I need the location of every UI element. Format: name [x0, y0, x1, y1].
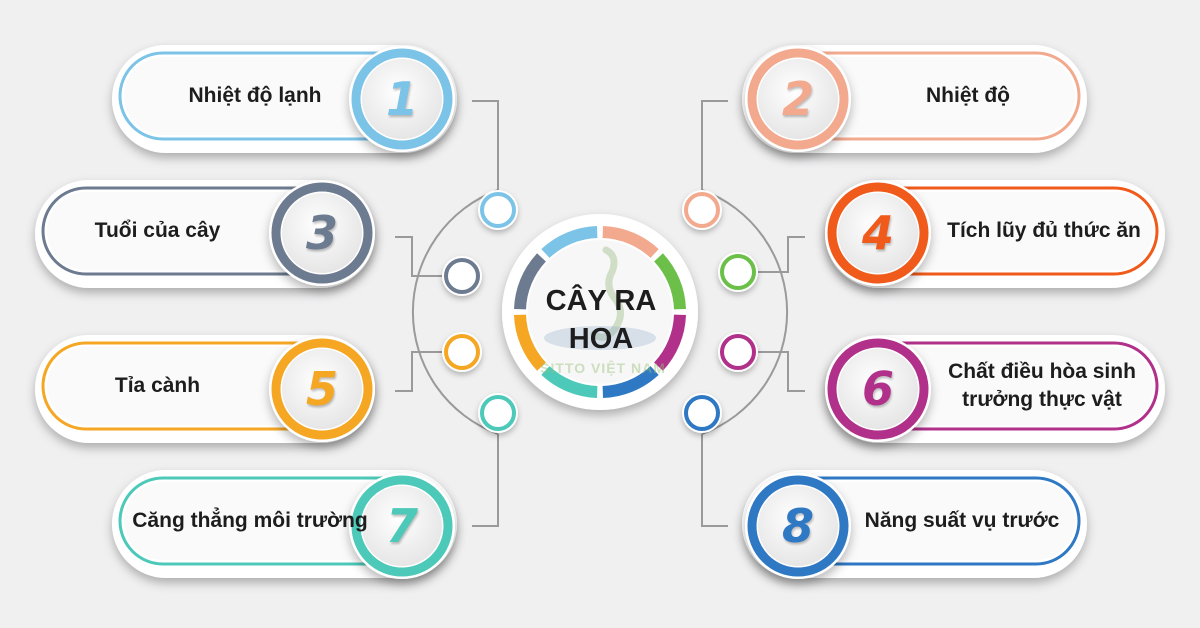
watermark-text: SITTO VIỆT NAM — [540, 360, 666, 376]
factor-label-7: Căng thẳng môi trường — [132, 508, 368, 532]
connector-dot-8 — [682, 393, 722, 433]
factor-label-1: Nhiệt độ lạnh — [188, 83, 322, 107]
hub-ring-segment-3 — [653, 314, 686, 371]
hub-ring-segment-4 — [602, 365, 659, 398]
connector-dot-4 — [718, 252, 758, 292]
number-badge-3 — [269, 180, 375, 286]
center-hub — [502, 214, 698, 410]
factor-number-6: 6 — [861, 362, 894, 416]
number-badge-5 — [269, 336, 375, 442]
hub-ring-segment-6 — [514, 314, 547, 371]
connector-lines — [395, 100, 805, 527]
number-badge-8 — [745, 473, 851, 579]
left-arc — [411, 189, 499, 435]
watermark-logo-icon — [590, 246, 624, 341]
number-badge-4 — [825, 180, 931, 286]
connector-dot-2 — [682, 190, 722, 230]
watermark-shape — [544, 326, 656, 350]
hub-ring-segment-8 — [541, 226, 598, 259]
hub-ring-segment-5 — [541, 365, 598, 398]
factor-number-2: 2 — [781, 72, 814, 126]
factor-number-5: 5 — [305, 362, 338, 416]
factor-label-3: Tuổi của cây — [94, 218, 221, 242]
number-badge-1 — [349, 46, 455, 152]
hub-ring-segment-2 — [653, 253, 686, 310]
connector-dot-7 — [478, 393, 518, 433]
connector-line-8 — [701, 434, 728, 527]
center-title: CÂY RA HOA — [545, 285, 657, 355]
connector-line-6 — [758, 351, 805, 392]
connector-dot-1 — [478, 190, 518, 230]
factor-label-8: Năng suất vụ trước — [864, 508, 1060, 532]
right-arc — [701, 189, 789, 435]
hub-inner — [528, 240, 672, 384]
hub-ring-segment-7 — [514, 253, 547, 310]
number-badge-6 — [825, 336, 931, 442]
number-badge-7 — [349, 473, 455, 579]
factor-label-5: Tỉa cành — [114, 373, 201, 397]
connector-dot-5 — [442, 332, 482, 372]
factor-number-7: 7 — [385, 499, 418, 553]
connector-dot-6 — [718, 332, 758, 372]
connector-line-2 — [701, 100, 728, 190]
hub-ring-segment-1 — [602, 226, 659, 259]
factor-number-4: 4 — [861, 206, 894, 260]
connector-line-4 — [758, 236, 805, 273]
factor-label-4: Tích lũy đủ thức ăn — [947, 218, 1141, 242]
factor-number-3: 3 — [305, 206, 338, 260]
connector-line-3 — [395, 236, 442, 277]
factor-pills — [35, 45, 1165, 579]
factor-number-8: 8 — [781, 499, 814, 553]
connector-line-5 — [395, 351, 442, 392]
factor-number-1: 1 — [385, 72, 418, 126]
connector-dots — [442, 190, 758, 433]
factor-label-2: Nhiệt độ — [926, 83, 1010, 107]
connector-line-7 — [472, 434, 499, 527]
connector-dot-3 — [442, 256, 482, 296]
factor-label-6: Chất điều hòa sinh trưởng thực vật — [948, 359, 1136, 411]
number-badge-2 — [745, 46, 851, 152]
connector-line-1 — [472, 100, 499, 190]
